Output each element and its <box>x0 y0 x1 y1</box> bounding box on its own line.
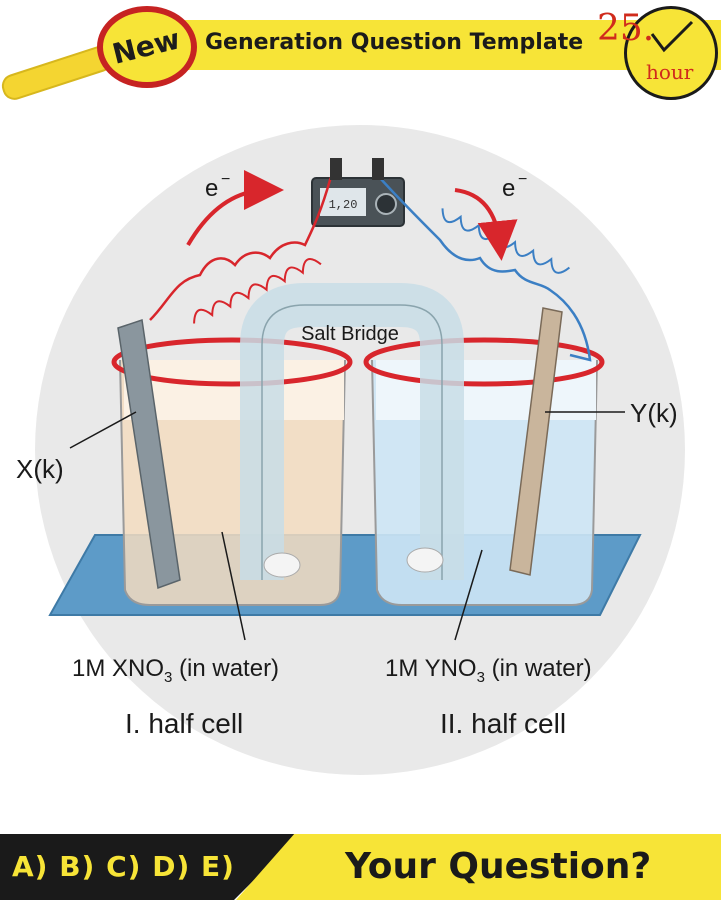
left-beaker-rim <box>111 337 353 387</box>
answer-options: A) B) C) D) E) <box>12 850 235 883</box>
salt-bridge-outline <box>261 304 443 580</box>
cell-left-label: I. half cell <box>125 708 243 739</box>
electron-arrow-left <box>186 170 284 247</box>
wire-blue <box>376 159 592 362</box>
voltmeter-display <box>320 188 366 216</box>
electrode-y-label: Y(k) <box>630 398 678 428</box>
electron-label-left: e <box>205 175 218 202</box>
electron-charge-left: − <box>221 171 230 188</box>
electrode-x <box>117 319 181 590</box>
left-beaker <box>119 359 346 606</box>
cell-right-label: II. half cell <box>440 708 566 739</box>
clock-number: 25. <box>597 8 655 49</box>
leader-x <box>69 411 137 449</box>
meter-terminal-right <box>372 158 384 180</box>
electrode-y <box>509 307 563 576</box>
solution-right-label: 1M YNO3 (in water) <box>385 655 592 686</box>
clock-icon <box>624 6 718 100</box>
left-beaker-air <box>124 360 344 420</box>
question-prompt: Your Question? <box>345 846 652 887</box>
leader-solution-left <box>221 531 246 641</box>
header-title: Generation Question Template <box>205 30 584 55</box>
wire-red-coil <box>193 258 322 324</box>
electron-label-right: e <box>502 175 515 202</box>
new-badge <box>97 6 197 88</box>
voltmeter-knob <box>375 193 397 215</box>
salt-bridge-label: Salt Bridge <box>301 323 399 345</box>
meter-terminal-left <box>330 158 342 180</box>
clock-unit: hour <box>646 60 694 84</box>
electrode-x-label: X(k) <box>16 454 64 484</box>
wire-red <box>149 159 340 321</box>
right-beaker-air <box>376 360 596 420</box>
solution-left-label: 1M XNO3 (in water) <box>72 655 279 686</box>
electron-charge-right: − <box>518 171 527 188</box>
footer-question-band <box>236 834 721 900</box>
salt-bridge-plug-left <box>263 552 301 578</box>
leader-solution-right <box>454 549 483 641</box>
checkmark-icon <box>650 20 694 53</box>
electron-arrow-right <box>454 188 518 261</box>
voltmeter-reading: 1,20 <box>329 198 358 212</box>
salt-bridge-plug-right <box>406 547 444 573</box>
right-beaker-rim <box>363 337 605 387</box>
